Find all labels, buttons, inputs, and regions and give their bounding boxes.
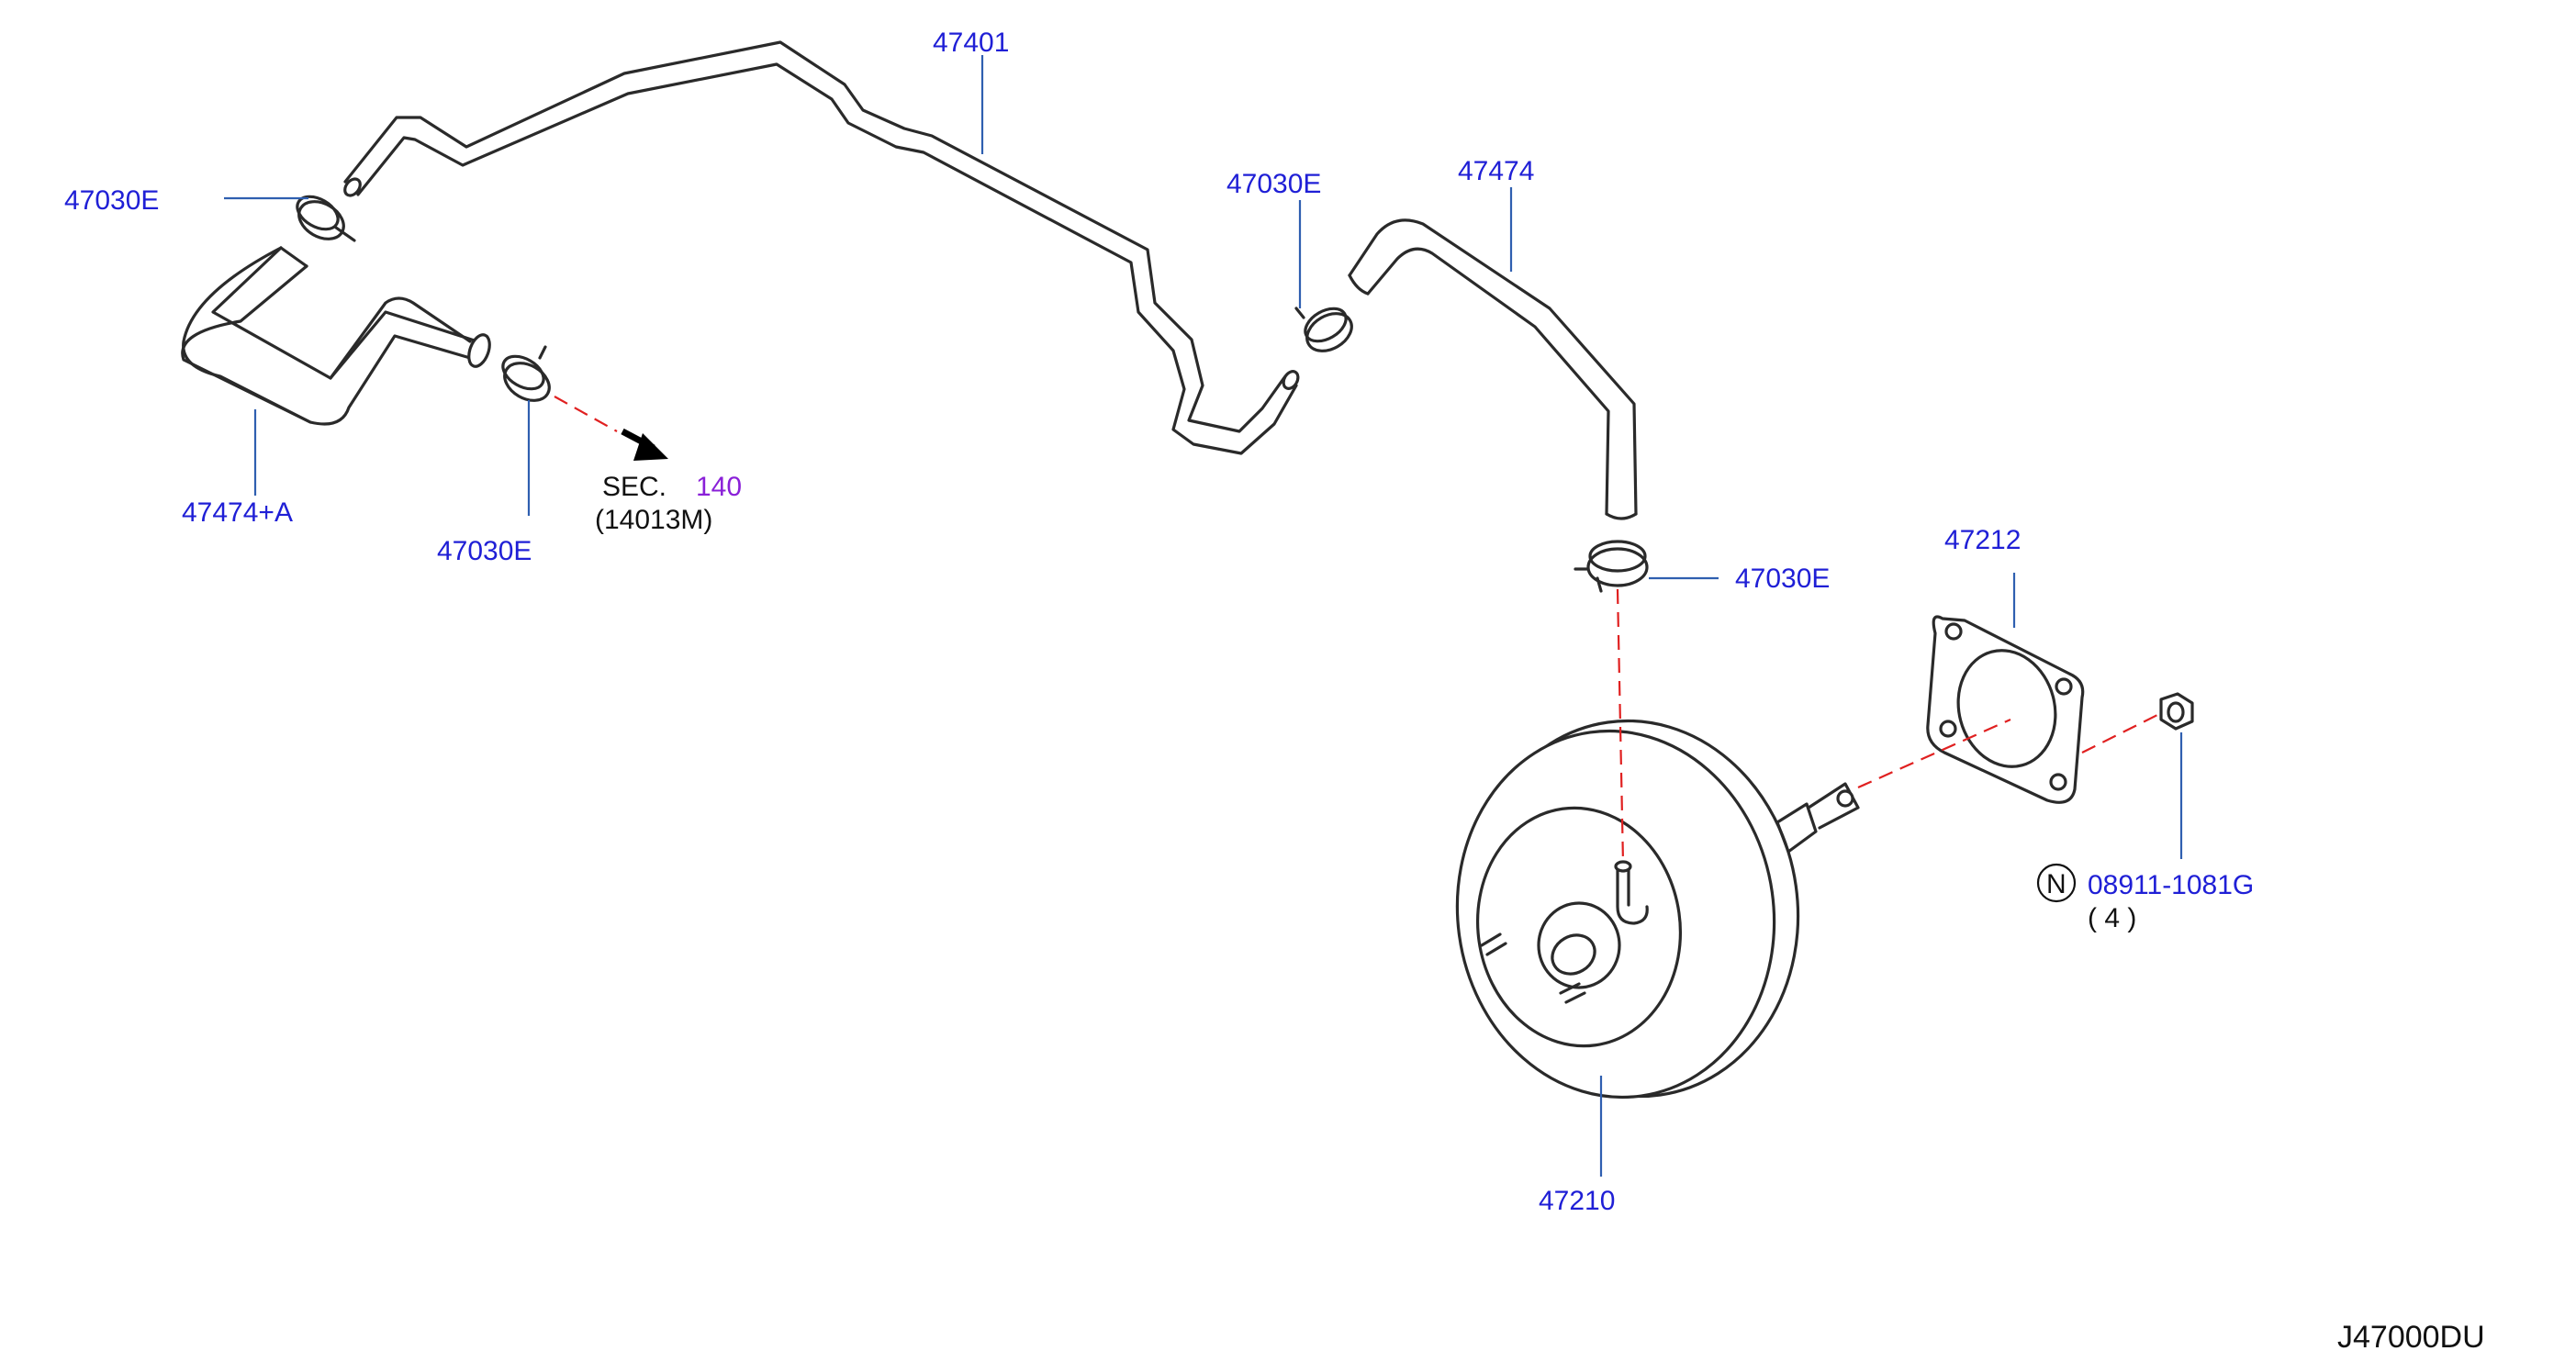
section-prefix: SEC.: [602, 472, 666, 502]
clamp-47030e-left-bottom[interactable]: [498, 345, 556, 408]
assembly-guides: [554, 396, 2160, 864]
label-47030e-left-top: 47030E: [64, 185, 159, 216]
label-47401: 47401: [933, 28, 1009, 58]
hose-47474a[interactable]: [181, 246, 494, 426]
label-47030e-mid: 47030E: [1226, 169, 1321, 199]
label-47030e-right: 47030E: [1735, 564, 1830, 594]
label-08911-1081g: 08911-1081G: [2088, 870, 2254, 900]
section-subref: (14013M): [595, 505, 712, 535]
clamp-47030e-left-top[interactable]: [292, 190, 356, 247]
label-47474: 47474: [1458, 156, 1534, 186]
svg-text:N: N: [2046, 869, 2066, 899]
diagram-code: J47000DU: [2337, 1320, 2485, 1355]
n-marker-icon: N: [2036, 863, 2077, 903]
brake-booster-47210[interactable]: [1434, 699, 1860, 1118]
label-47210: 47210: [1539, 1186, 1615, 1216]
gasket-47212[interactable]: [1926, 615, 2085, 804]
label-47474a: 47474+A: [182, 497, 293, 528]
section-arrow: [621, 428, 668, 461]
hose-47474[interactable]: [1348, 218, 1638, 520]
vacuum-hose-47401[interactable]: [342, 40, 1301, 455]
clamp-47030e-mid[interactable]: [1294, 302, 1359, 359]
nut-08911-1081g[interactable]: [2159, 692, 2194, 731]
clamp-47030e-right[interactable]: [1574, 540, 1649, 593]
label-nut-quantity: ( 4 ): [2088, 903, 2136, 933]
label-47030e-left-bottom: 47030E: [437, 536, 532, 566]
section-number: 140: [696, 472, 742, 502]
label-47212: 47212: [1944, 525, 2021, 555]
leader-lines: [224, 55, 2183, 1177]
